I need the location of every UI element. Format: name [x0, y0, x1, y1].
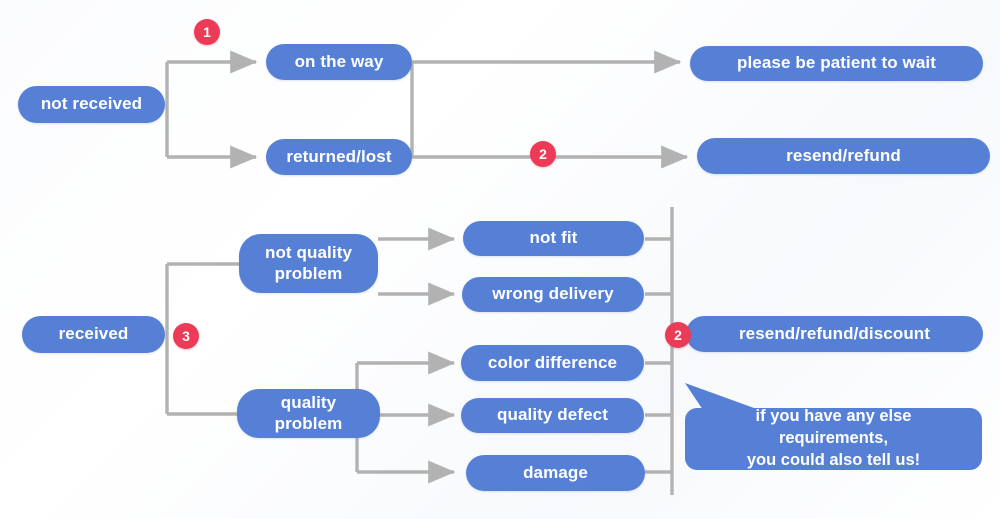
- node-resend-refund[interactable]: resend/refund: [697, 138, 990, 174]
- node-not-fit[interactable]: not fit: [463, 221, 644, 256]
- node-label: not fit: [529, 228, 578, 248]
- node-label: on the way: [294, 51, 384, 71]
- badge-label: 1: [203, 24, 211, 40]
- node-please-be-patient-to-wait[interactable]: please be patient to wait: [690, 46, 983, 81]
- node-label: please be patient to wait: [737, 53, 936, 73]
- node-not-quality-problem[interactable]: not quality problem: [239, 234, 378, 293]
- node-label: received: [58, 324, 129, 344]
- badge-step-2-bottom[interactable]: 2: [665, 322, 691, 348]
- callout-text: if you have any else requirements, you c…: [746, 407, 921, 469]
- node-quality-problem[interactable]: quality problem: [237, 389, 380, 438]
- node-resend-refund-discount[interactable]: resend/refund/discount: [686, 316, 983, 352]
- node-returned-lost[interactable]: returned/lost: [266, 139, 412, 175]
- node-label: resend/refund/discount: [738, 323, 931, 343]
- badge-step-3[interactable]: 3: [173, 323, 199, 349]
- node-label: damage: [523, 462, 588, 482]
- badge-label: 2: [674, 327, 682, 343]
- node-label: not quality problem: [264, 243, 353, 283]
- node-color-difference[interactable]: color difference: [461, 345, 644, 381]
- node-label: color difference: [487, 352, 618, 372]
- node-label: resend/refund: [786, 145, 901, 165]
- node-label: not received: [40, 94, 143, 114]
- node-label: quality problem: [274, 393, 343, 433]
- node-label: wrong delivery: [492, 284, 614, 304]
- callout-bubble[interactable]: if you have any else requirements, you c…: [685, 407, 982, 470]
- badge-label: 3: [182, 328, 190, 344]
- node-received[interactable]: received: [22, 316, 165, 353]
- node-quality-defect[interactable]: quality defect: [461, 398, 644, 433]
- node-wrong-delivery[interactable]: wrong delivery: [462, 277, 644, 312]
- node-label: returned/lost: [286, 146, 392, 166]
- node-damage[interactable]: damage: [466, 455, 645, 491]
- node-label: quality defect: [497, 405, 608, 425]
- badge-step-2-top[interactable]: 2: [530, 141, 556, 167]
- badge-label: 2: [539, 146, 547, 162]
- node-not-received[interactable]: not received: [18, 86, 165, 123]
- node-on-the-way[interactable]: on the way: [266, 44, 412, 80]
- badge-step-1[interactable]: 1: [194, 19, 220, 45]
